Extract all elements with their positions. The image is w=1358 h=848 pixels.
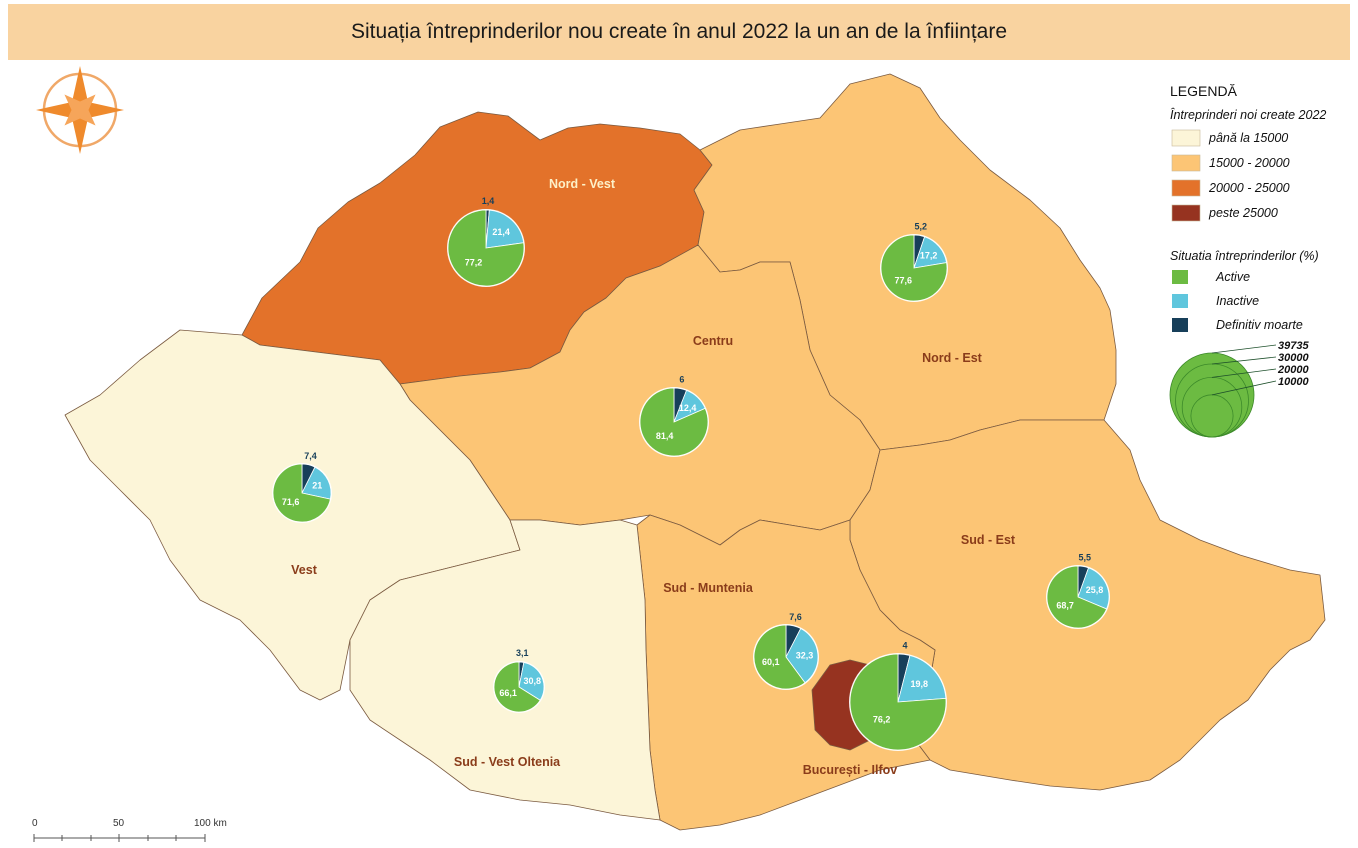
legend-size-leader-39735 xyxy=(1211,344,1277,354)
legend-band-swatch-2 xyxy=(1171,154,1201,172)
legend-title: LEGENDĂ xyxy=(1170,83,1238,99)
pie-bucuresti-ilfov-slice-inactive xyxy=(897,655,947,703)
pie-nord-vest-label-inactive: 21,4 xyxy=(492,227,510,237)
pie-vest-slice-active xyxy=(272,463,331,523)
legend-band-swatch-4 xyxy=(1171,204,1201,222)
legend-size-label-10000: 10000 xyxy=(1278,376,1309,388)
pie-bucuresti-ilfov-slice-active xyxy=(849,653,947,751)
pie-sud-est-label-active: 68,7 xyxy=(1056,601,1074,611)
pie-nord-vest: 1,4 21,4 77,2 xyxy=(447,196,525,287)
region-label-sud-muntenia: Sud - Muntenia xyxy=(663,581,754,595)
pie-sud-muntenia-slice-inactive xyxy=(785,628,819,684)
legend-size-label-30000: 30000 xyxy=(1278,352,1309,364)
pie-sud-est-slice-active xyxy=(1046,565,1108,629)
map-title: Situația întreprinderilor nou create în … xyxy=(350,20,1008,43)
pie-sud-muntenia-slice-active xyxy=(753,624,806,690)
legend-status-label-inactive: Inactive xyxy=(1216,294,1259,308)
pie-sud-vest-oltenia: 3,1 30,8 66,1 xyxy=(493,648,545,713)
pie-nord-est: 5,2 17,2 77,6 xyxy=(880,222,948,302)
pie-vest-label-dead: 7,4 xyxy=(304,451,317,461)
regions-layer xyxy=(64,73,1326,831)
legend-size-leader-10000 xyxy=(1211,380,1277,396)
legend-band-swatch-3 xyxy=(1171,179,1201,197)
scale-bar: 0 50 100 km xyxy=(32,818,227,842)
region-label-sud-vest-oltenia: Sud - Vest Oltenia xyxy=(454,755,561,769)
region-label-nord-vest: Nord - Vest xyxy=(549,177,616,191)
pie-centru: 6 12,4 81,4 xyxy=(639,375,709,457)
pie-vest-label-active: 71,6 xyxy=(282,497,300,507)
pie-centru-label-inactive: 12,4 xyxy=(679,403,697,413)
pie-bucuresti-ilfov-label-active: 76,2 xyxy=(873,715,891,725)
legend-status-swatch-inactive xyxy=(1172,294,1188,308)
pie-nord-vest-label-dead: 1,4 xyxy=(482,196,495,206)
pie-vest: 7,4 21 71,6 xyxy=(272,451,332,523)
pie-centru-slice-active xyxy=(639,387,709,457)
map-title-bar: Situația întreprinderilor nou create în … xyxy=(8,4,1350,60)
scale-label-100: 100 km xyxy=(194,818,227,829)
pie-bucuresti-ilfov-label-inactive: 19,8 xyxy=(911,679,929,689)
region-label-bucuresti-ilfov: București - Ilfov xyxy=(803,763,898,777)
legend: LEGENDĂ Întreprinderi noi create 2022 pâ… xyxy=(1169,83,1326,438)
legend-bands: până la 15000 15000 - 20000 20000 - 25000 p… xyxy=(1171,129,1290,222)
pie-sud-vest-oltenia-label-active: 66,1 xyxy=(499,688,517,698)
pie-nord-est-label-active: 77,6 xyxy=(895,276,913,286)
legend-status-label-definitiv-moarte: Definitiv moarte xyxy=(1216,318,1303,332)
legend-size-label-39735: 39735 xyxy=(1278,340,1309,352)
legend-status-title: Situatia întreprinderilor (%) xyxy=(1170,249,1319,263)
region-label-centru: Centru xyxy=(693,334,733,348)
scale-label-0: 0 xyxy=(32,818,38,829)
legend-size-circle-10000 xyxy=(1190,394,1234,438)
pie-sud-muntenia: 7,6 32,3 60,1 xyxy=(753,612,819,690)
legend-status-swatch-active xyxy=(1172,270,1188,284)
pie-sud-vest-oltenia-label-dead: 3,1 xyxy=(516,648,529,658)
pie-nord-vest-label-active: 77,2 xyxy=(465,257,483,267)
pie-nord-est-label-inactive: 17,2 xyxy=(920,251,938,261)
region-label-nord-est: Nord - Est xyxy=(922,351,983,365)
pie-centru-label-dead: 6 xyxy=(679,375,684,385)
pie-sud-est-label-inactive: 25,8 xyxy=(1086,585,1104,595)
pie-vest-label-inactive: 21 xyxy=(312,481,322,491)
pie-centru-label-active: 81,4 xyxy=(656,431,674,441)
legend-choropleth-title: Întreprinderi noi create 2022 xyxy=(1170,107,1326,122)
legend-status-label-active: Active xyxy=(1215,270,1250,284)
pie-bucuresti-ilfov-label-dead: 4 xyxy=(902,640,907,650)
legend-size-leader-30000 xyxy=(1211,356,1277,365)
pie-nord-est-slice-active xyxy=(880,234,948,302)
pie-sud-est-slice-inactive xyxy=(1077,567,1110,610)
legend-size-label-20000: 20000 xyxy=(1277,364,1309,376)
pie-sud-est-label-dead: 5,5 xyxy=(1078,553,1091,563)
legend-band-label-1: până la 15000 xyxy=(1208,131,1288,145)
pie-nord-est-label-dead: 5,2 xyxy=(914,222,927,232)
legend-band-swatch-1 xyxy=(1171,129,1201,147)
legend-band-label-2: 15000 - 20000 xyxy=(1209,156,1290,170)
pie-sud-vest-oltenia-slice-active xyxy=(493,661,541,713)
pie-sud-vest-oltenia-label-inactive: 30,8 xyxy=(524,676,542,686)
pie-nord-vest-slice-active xyxy=(447,209,525,287)
region-label-vest: Vest xyxy=(291,563,318,577)
scale-label-50: 50 xyxy=(113,818,125,829)
legend-band-label-3: 20000 - 25000 xyxy=(1208,181,1290,195)
compass-rose-icon xyxy=(36,66,124,154)
pie-sud-est: 5,5 25,8 68,7 xyxy=(1046,553,1110,629)
pie-nord-vest-slice-inactive xyxy=(485,209,525,249)
legend-band-label-4: peste 25000 xyxy=(1208,206,1278,220)
pie-sud-muntenia-label-inactive: 32,3 xyxy=(796,651,814,661)
pie-sud-muntenia-label-dead: 7,6 xyxy=(789,612,802,622)
pie-vest-slice-inactive xyxy=(301,466,332,500)
region-label-sud-est: Sud - Est xyxy=(961,533,1016,547)
pie-charts-layer: 1,4 21,4 77,2 5,2 17,2 77,6 6 12,4 81,4 7,4 21 71,6… xyxy=(272,196,1110,751)
legend-size-leader-20000 xyxy=(1211,368,1277,378)
pie-sud-muntenia-label-active: 60,1 xyxy=(762,657,780,667)
legend-status-swatch-definitiv-moarte xyxy=(1172,318,1188,332)
pie-bucuresti-ilfov: 4 19,8 76,2 xyxy=(849,640,947,751)
